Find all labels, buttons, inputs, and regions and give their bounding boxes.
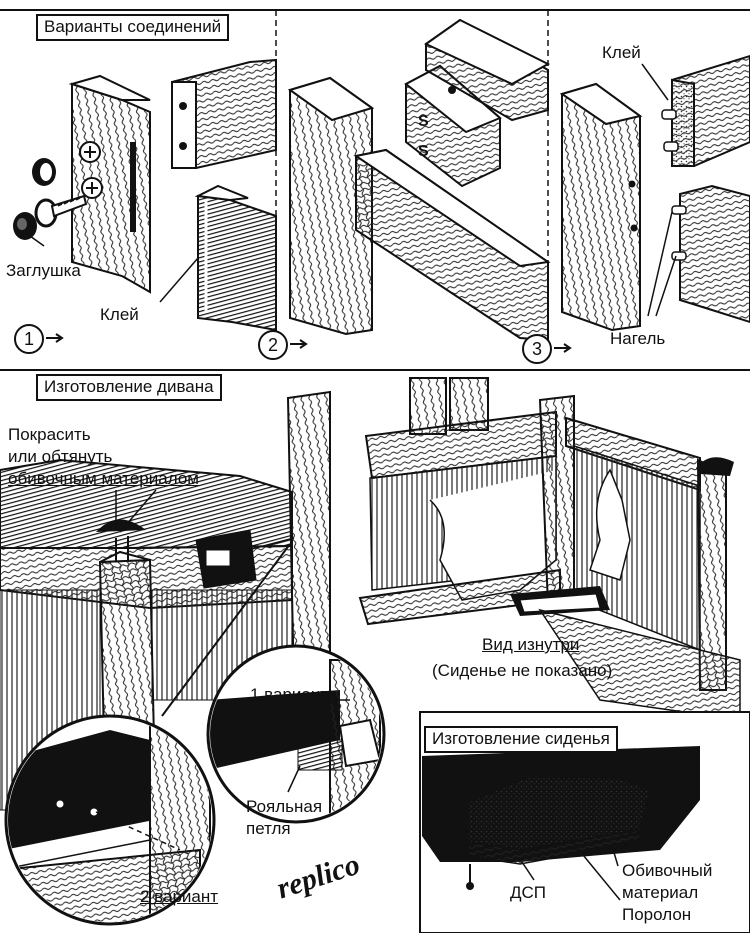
variant-1-label: 1 вариант <box>250 685 329 704</box>
seat-not-shown-label: (Сиденье не показано) <box>432 661 613 680</box>
upholstery-line-1: Обивочный <box>622 861 713 880</box>
glue-label-variant-3: Клей <box>602 43 641 62</box>
variant-2-label: 2 вариант <box>140 887 219 906</box>
detail-circle-variant-2 <box>4 714 216 926</box>
glue-label-variant-1: Клей <box>100 305 139 324</box>
joint-variant-3 <box>559 54 750 332</box>
dowel-label: Нагель <box>610 329 666 348</box>
joint-variant-1 <box>13 74 151 294</box>
variant-number-1: 1 <box>14 324 44 354</box>
variant-number-2: 2 <box>258 330 288 360</box>
joint-variant-2: S S <box>287 18 551 342</box>
variant-number-3: 3 <box>522 334 552 364</box>
paint-line-1: Покрасить <box>8 425 91 444</box>
joint-variant-2-boards <box>159 58 277 332</box>
sofa-frame <box>0 390 331 811</box>
piano-hinge-line-1: Рояльная <box>246 797 323 816</box>
joints-section-title: Варианты соединений <box>36 14 230 41</box>
svg-text:S: S <box>418 113 429 130</box>
sofa-inside-view <box>358 377 741 721</box>
svg-text:S: S <box>418 143 429 160</box>
paint-line-3: обивочным материалом <box>8 469 199 488</box>
foam-label: Поролон <box>622 905 692 924</box>
upholstery-line-2: материал <box>622 883 699 902</box>
sofa-section-title: Изготовление дивана <box>36 374 222 401</box>
paint-line-2: или обтянуть <box>8 447 113 466</box>
cap-label: Заглушка <box>6 261 81 280</box>
piano-hinge-line-2: петля <box>246 819 291 838</box>
chipboard-label: ДСП <box>510 883 547 902</box>
detail-circle-variant-1 <box>206 644 386 824</box>
seat-section-title: Изготовление сиденья <box>424 726 618 753</box>
inside-view-label: Вид изнутри <box>482 635 580 654</box>
